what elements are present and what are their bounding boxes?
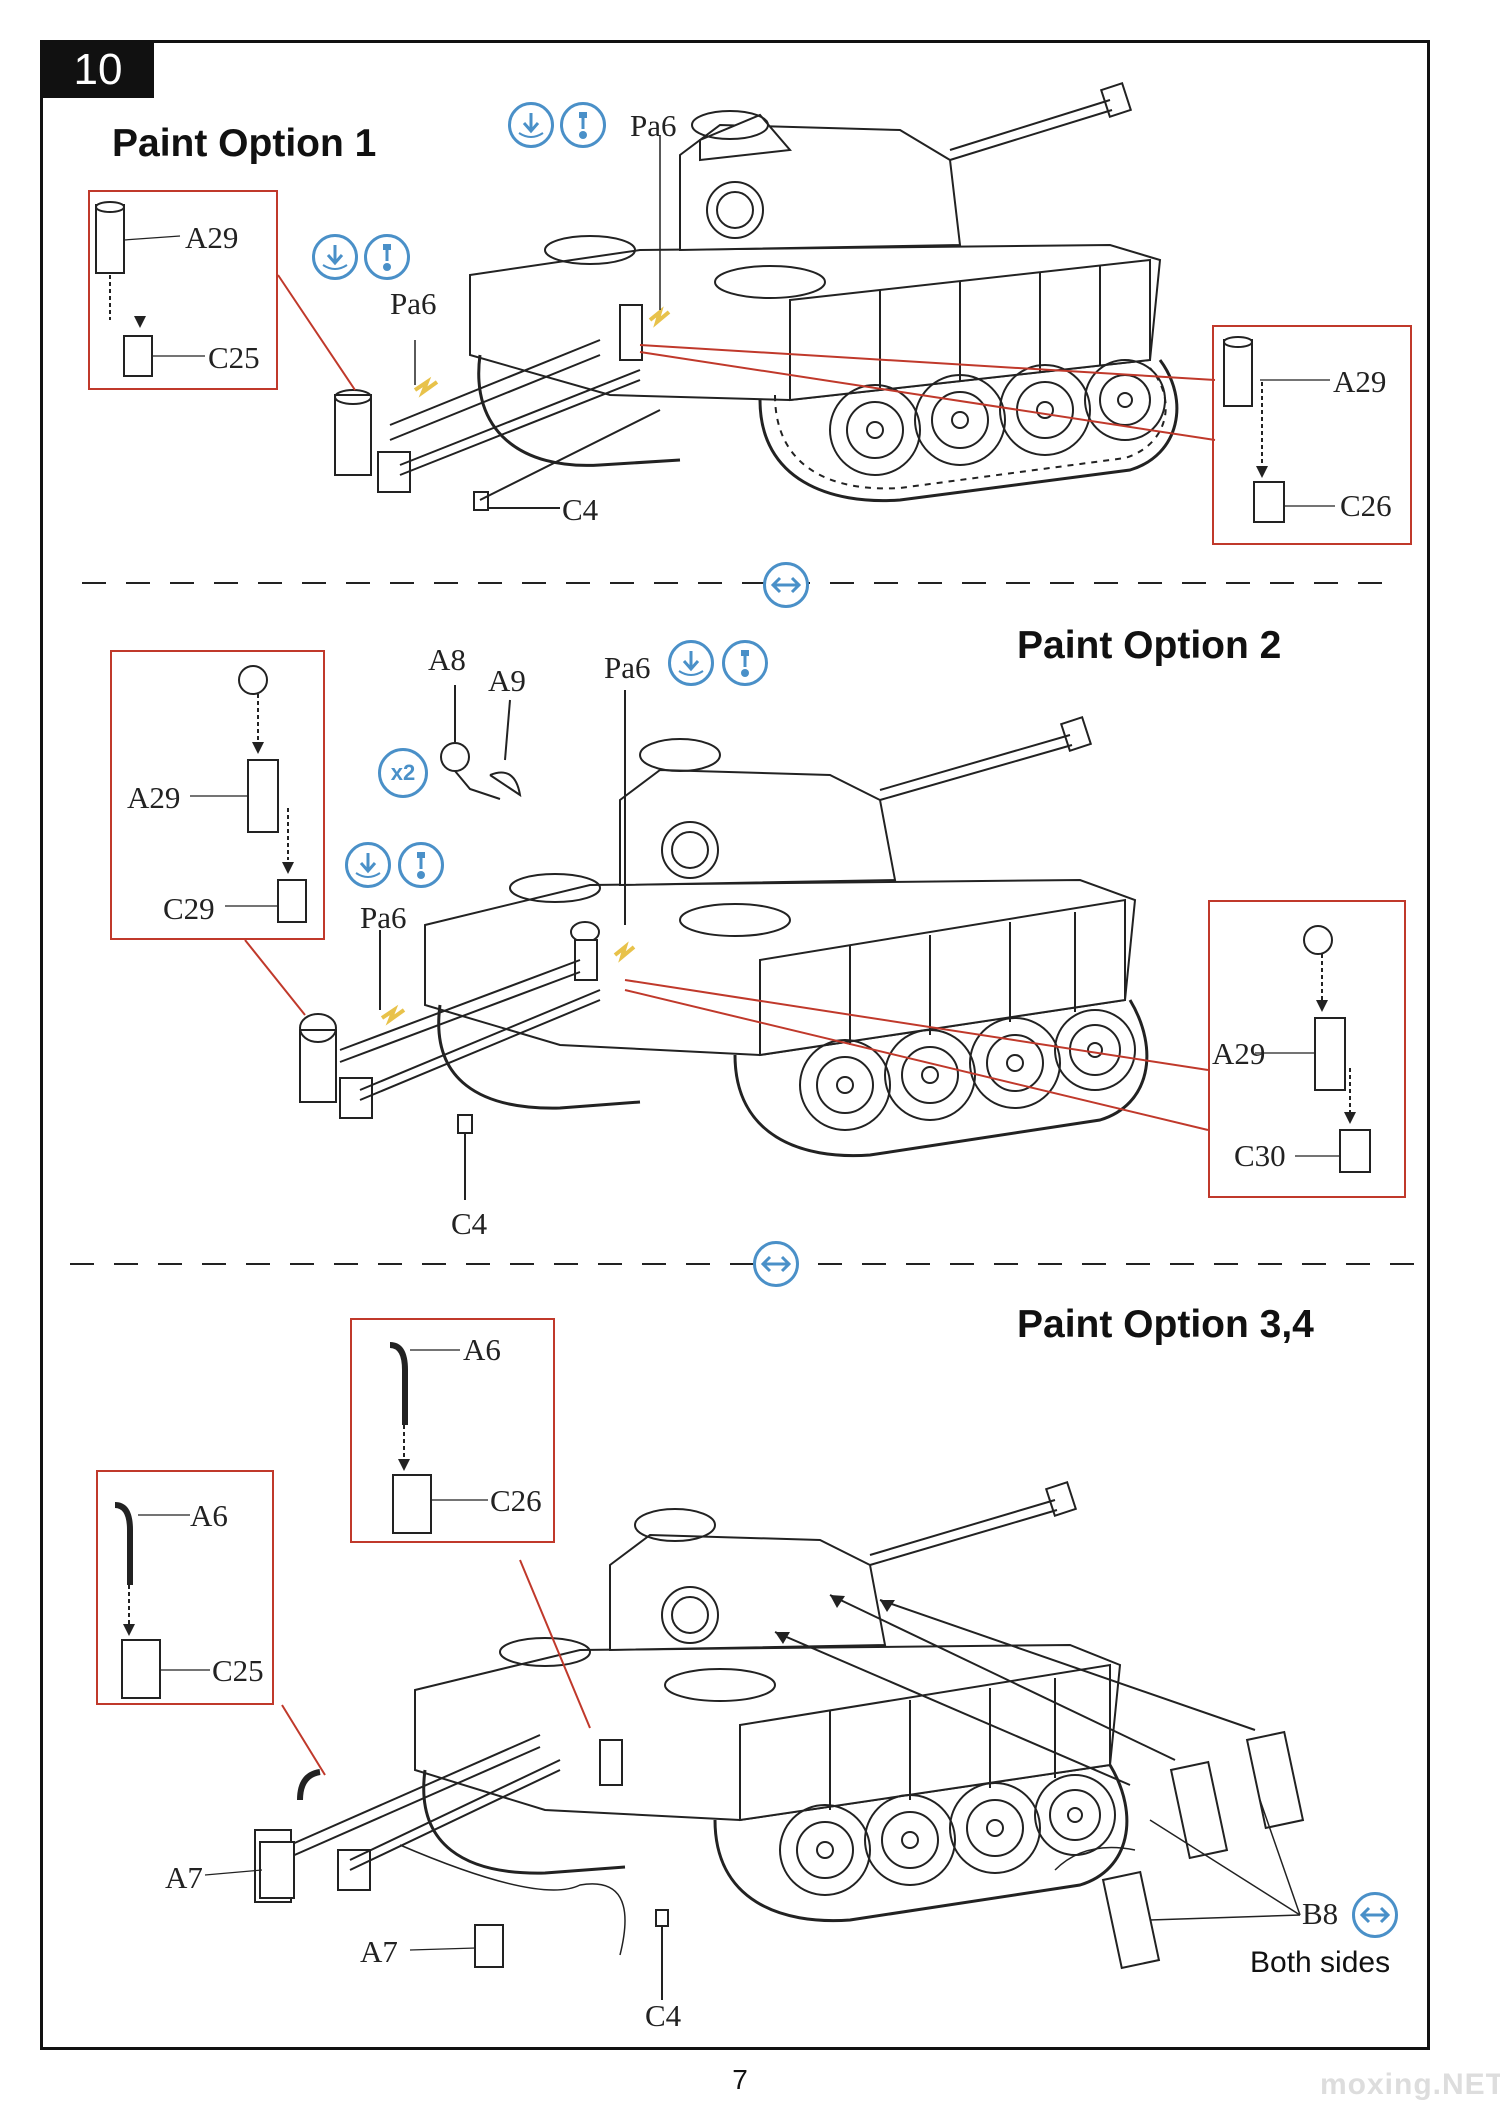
page-number: 7: [732, 2064, 748, 2095]
part-label-a7: A7: [360, 1934, 398, 1969]
page-frame: [40, 40, 1430, 2050]
part-label-c25: C25: [212, 1653, 264, 1688]
part-label-a29: A29: [127, 780, 181, 815]
detail-box-right: [1208, 900, 1406, 1198]
paint-option-3-4-title: Paint Option 3,4: [1017, 1303, 1314, 1346]
part-label-c4: C4: [562, 492, 599, 527]
glue-drop-icon: [508, 102, 554, 148]
part-label-pa6: Pa6: [390, 286, 437, 321]
both-sides-note: Both sides: [1250, 1946, 1391, 1979]
paint-drop-icon: [398, 842, 444, 888]
part-label-a9: A9: [488, 663, 526, 698]
part-label-a6: A6: [463, 1332, 501, 1367]
detail-box-left: [88, 190, 278, 390]
both-sides-arrow-icon: [763, 562, 809, 608]
watermark: moxing.NET: [1320, 2068, 1500, 2101]
part-label-c4: C4: [451, 1206, 488, 1241]
quantity-x2-badge: x2: [378, 748, 428, 798]
paint-option-2-title: Paint Option 2: [1017, 624, 1282, 667]
part-label-pa6: Pa6: [630, 108, 677, 143]
part-label-a6: A6: [190, 1498, 228, 1533]
paint-drop-icon: [722, 640, 768, 686]
paint-drop-icon: [560, 102, 606, 148]
glue-drop-icon: [668, 640, 714, 686]
part-label-c26: C26: [490, 1483, 542, 1518]
detail-box-left: [110, 650, 325, 940]
step-number-badge: 10: [42, 42, 154, 98]
part-label-b8: B8: [1302, 1896, 1339, 1931]
part-label-a8: A8: [428, 642, 466, 677]
detail-box-center: [350, 1318, 555, 1543]
paint-drop-icon: [364, 234, 410, 280]
both-sides-arrow-icon: [753, 1241, 799, 1287]
part-label-a29: A29: [1333, 364, 1387, 399]
part-label-c25: C25: [208, 340, 260, 375]
part-label-a29: A29: [1212, 1036, 1266, 1071]
both-sides-arrow-icon: [1352, 1892, 1398, 1938]
part-label-c30: C30: [1234, 1138, 1286, 1173]
part-label-c26: C26: [1340, 488, 1392, 523]
part-label-pa6: Pa6: [604, 650, 651, 685]
part-label-pa6: Pa6: [360, 900, 407, 935]
glue-drop-icon: [345, 842, 391, 888]
detail-box-right: [1212, 325, 1412, 545]
part-label-c29: C29: [163, 891, 215, 926]
detail-box-left: [96, 1470, 274, 1705]
part-label-a7: A7: [165, 1860, 203, 1895]
part-label-c4: C4: [645, 1998, 682, 2033]
paint-option-1-title: Paint Option 1: [112, 122, 377, 165]
part-label-a29: A29: [185, 220, 239, 255]
glue-drop-icon: [312, 234, 358, 280]
